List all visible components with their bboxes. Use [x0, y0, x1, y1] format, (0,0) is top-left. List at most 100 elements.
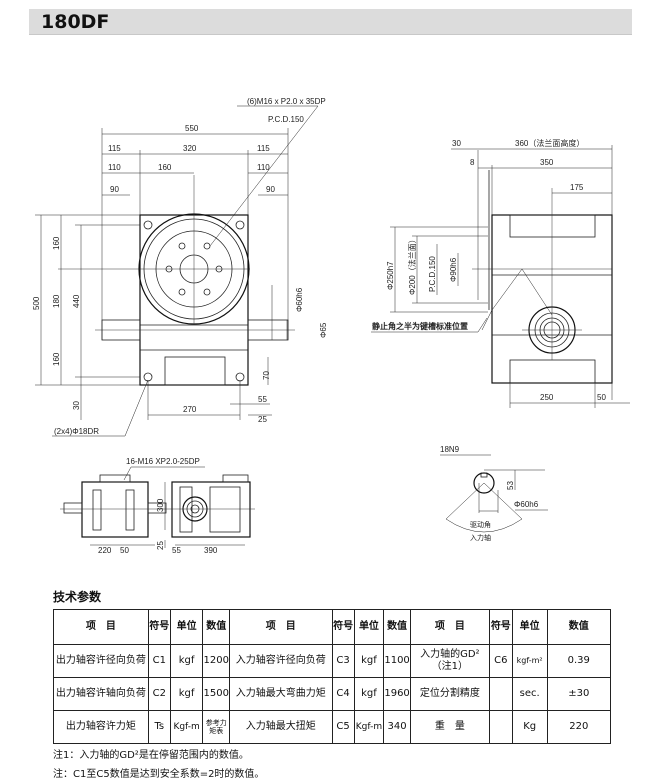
label: C5 [331, 710, 355, 744]
label: 50 [597, 393, 606, 402]
label [488, 677, 513, 711]
keyway-detail: 18N9 53 Φ60h6 驱动角 入力轴 [440, 445, 548, 542]
side-view: 30 360（法兰面高度） 8 350 175 Φ250h7 Φ200（法兰面）… [371, 138, 630, 408]
label: (2x4)Φ18DR [54, 427, 99, 436]
label: 出力轴容许径向负荷 [53, 644, 149, 678]
note-2: 注：C1至C5数值是达到安全系数=2时的数值。 [53, 769, 265, 780]
label: Φ90h6 [449, 257, 458, 282]
label: 220 [546, 710, 612, 744]
bottom-view: 16-M16 XP2.0-25DP 300 220 50 25 55 390 [60, 457, 255, 555]
label: 入力轴容许径向负荷 [228, 644, 333, 678]
label: 70 [262, 371, 271, 380]
label: 入力轴的GD²（注1） [409, 644, 490, 678]
label: 115 [108, 144, 121, 153]
label: 16-M16 XP2.0-25DP [126, 457, 200, 466]
note-1: 注1：入力轴的GD²是在停留范围内的数值。 [53, 750, 249, 761]
label: 300 [156, 498, 165, 512]
label: 驱动角 [470, 520, 491, 529]
label: 160 [52, 236, 61, 250]
label: 18N9 [440, 445, 460, 454]
label: sec. [511, 677, 548, 711]
label: ±30 [546, 677, 612, 711]
label: 110 [257, 163, 270, 172]
label: C4 [331, 677, 355, 711]
label: 500 [32, 296, 41, 310]
label: 入力轴最大扭矩 [228, 710, 333, 744]
label: 出力轴容许力矩 [53, 710, 149, 744]
label: 53 [506, 481, 515, 490]
label: 项 目 [53, 609, 149, 645]
label: 0.39 [546, 644, 612, 678]
label: kgf-m² [511, 644, 548, 678]
label: 390 [204, 546, 218, 555]
label: Kgf-m [353, 710, 385, 744]
label: 数值 [546, 609, 612, 645]
label: Φ200（法兰面） [407, 235, 417, 295]
label: 50 [120, 546, 129, 555]
label: 符号 [331, 609, 355, 645]
label: 项 目 [228, 609, 333, 645]
label: (6)M16 x P2.0 x 35DP [247, 97, 326, 106]
label: 符号 [147, 609, 171, 645]
label: 25 [258, 415, 267, 424]
label: 1500 [202, 677, 230, 711]
label: 单位 [169, 609, 204, 645]
label: 重 量 [409, 710, 490, 744]
label: kgf [169, 644, 204, 678]
label: 360（法兰面高度） [515, 138, 584, 148]
label: 1960 [383, 677, 411, 711]
label: 55 [172, 546, 181, 555]
label: Φ65 [319, 322, 328, 338]
label: 160 [158, 163, 172, 172]
label: 110 [108, 163, 121, 172]
label: 90 [110, 185, 119, 194]
label: P.C.D.150 [268, 115, 304, 124]
label: 30 [452, 139, 461, 148]
label: 115 [257, 144, 270, 153]
label: 项 目 [409, 609, 490, 645]
label: C2 [147, 677, 171, 711]
label: kgf [169, 677, 204, 711]
label: C3 [331, 644, 355, 678]
model-title: 180DF [41, 11, 110, 33]
label: P.C.D.150 [428, 256, 437, 292]
spec-title: 技术参数 [53, 590, 102, 604]
front-view: (6)M16 x P2.0 x 35DP P.C.D.150 550 115 3… [32, 97, 328, 437]
label: 55 [258, 395, 267, 404]
label: C6 [488, 644, 513, 678]
label: C1 [147, 644, 171, 678]
label: 出力轴容许轴向负荷 [53, 677, 149, 711]
label: 1200 [202, 644, 230, 678]
label: Kg [511, 710, 548, 744]
label: kgf [353, 677, 385, 711]
label: 320 [183, 144, 197, 153]
label: 1100 [383, 644, 411, 678]
label: kgf [353, 644, 385, 678]
label: 符号 [488, 609, 513, 645]
label: 25 [156, 541, 165, 550]
table-header: 项 目符号单位数值 项 目符号单位数值 项 目符号单位数值 [53, 609, 612, 645]
label: Ts [147, 710, 171, 744]
label: 340 [383, 710, 411, 744]
label: Kgf-m [169, 710, 204, 744]
label: 入力轴最大弯曲力矩 [228, 677, 333, 711]
label: 440 [72, 294, 81, 308]
label: 160 [52, 352, 61, 366]
label: 参考力矩表 [202, 710, 230, 744]
label: 270 [183, 405, 197, 414]
label: 350 [540, 158, 554, 167]
label: 入力轴 [470, 533, 491, 542]
label: 220 [98, 546, 112, 555]
label: Φ60h6 [295, 287, 304, 312]
label: 550 [185, 124, 199, 133]
label: 250 [540, 393, 554, 402]
label: 数值 [383, 609, 411, 645]
label: 数值 [202, 609, 230, 645]
label: 30 [72, 401, 81, 410]
title-bar: 180DF [29, 9, 632, 35]
